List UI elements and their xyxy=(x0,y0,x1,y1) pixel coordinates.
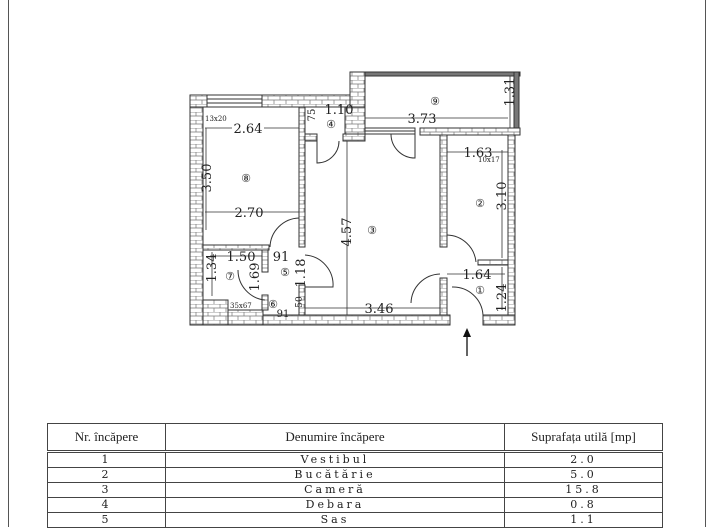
cell-area: 0.8 xyxy=(504,497,663,513)
cell-name: Cameră xyxy=(165,482,505,498)
rooms-table: Nr. încăpere Denumire încăpere Suprafața… xyxy=(47,423,663,528)
dim-50: 50 xyxy=(295,296,305,308)
cell-area: 2.0 xyxy=(504,451,663,468)
dim-3-10: 3.10 xyxy=(495,182,510,211)
dim-3-50: 3.50 xyxy=(200,164,215,193)
opening-labels: 13x20 10x17 35x67 xyxy=(205,115,500,310)
floor-plan: ① ② ③ ④ ⑤ ⑥ ⑦ ⑧ ⑨ 2.64 2.70 1.10 3.73 1.… xyxy=(189,71,521,356)
cell-area: 15.8 xyxy=(504,482,663,498)
header-room-number: Nr. încăpere xyxy=(47,423,166,453)
dim-3-46: 3.46 xyxy=(365,302,394,317)
dim-91-top: 91 xyxy=(273,250,290,265)
dim-75: 75 xyxy=(307,109,318,122)
room-2-label: ② xyxy=(475,197,485,210)
cell-number: 3 xyxy=(47,482,166,498)
dim-1-69: 1.69 xyxy=(248,263,263,292)
dim-91-bottom: 91 xyxy=(277,309,290,320)
walls xyxy=(189,71,521,326)
header-room-name: Denumire încăpere xyxy=(165,423,505,453)
entrance-arrow-head xyxy=(463,328,471,337)
dim-3-73: 3.73 xyxy=(408,112,437,127)
cell-name: Sas xyxy=(165,512,505,528)
cell-number: 2 xyxy=(47,467,166,483)
dim-1-24: 1.24 xyxy=(495,284,510,313)
room-1-label: ① xyxy=(475,284,485,297)
dim-1-31: 1.31 xyxy=(503,78,518,107)
room-6-label: ⑥ xyxy=(268,298,278,311)
dim-1-64: 1.64 xyxy=(463,268,492,283)
dim-1-50: 1.50 xyxy=(227,250,256,265)
opening-35x67: 35x67 xyxy=(230,302,252,310)
dim-1-63: 1.63 xyxy=(464,146,493,161)
dim-1-34: 1.34 xyxy=(205,254,220,283)
room-5-label: ⑤ xyxy=(280,266,290,279)
room-7-label: ⑦ xyxy=(225,270,235,283)
cell-area: 1.1 xyxy=(504,512,663,528)
cell-number: 5 xyxy=(47,512,166,528)
doors xyxy=(237,133,484,316)
opening-13x20: 13x20 xyxy=(205,115,227,123)
header-area: Suprafața utilă [mp] xyxy=(504,423,663,453)
dimension-lines xyxy=(205,76,511,315)
dim-1-18: 1.18 xyxy=(294,259,309,288)
room-9-label: ⑨ xyxy=(430,95,440,108)
cell-number: 1 xyxy=(47,451,166,468)
room-labels: ① ② ③ ④ ⑤ ⑥ ⑦ ⑧ ⑨ xyxy=(225,95,485,311)
dim-2-64: 2.64 xyxy=(234,122,263,137)
cell-number: 4 xyxy=(47,497,166,513)
cell-name: Vestibul xyxy=(165,451,505,468)
dim-1-10: 1.10 xyxy=(325,103,354,118)
page-frame-right xyxy=(705,0,706,527)
table-header-row: Nr. încăpere Denumire încăpere Suprafața… xyxy=(47,423,663,453)
dim-4-57: 4.57 xyxy=(340,218,355,247)
room-4-label: ④ xyxy=(326,118,336,131)
dim-2-70: 2.70 xyxy=(235,206,264,221)
cell-name: Debara xyxy=(165,497,505,513)
opening-10x17: 10x17 xyxy=(478,156,500,164)
dimension-labels: 2.64 2.70 1.10 3.73 1.63 3.46 1.64 1.50 … xyxy=(200,78,518,320)
cell-name: Bucătărie xyxy=(165,467,505,483)
cell-area: 5.0 xyxy=(504,467,663,483)
room-8-label: ⑧ xyxy=(241,172,251,185)
dim-2-64-background xyxy=(232,121,264,134)
room-3-label: ③ xyxy=(367,224,377,237)
page-frame-left xyxy=(8,0,9,527)
